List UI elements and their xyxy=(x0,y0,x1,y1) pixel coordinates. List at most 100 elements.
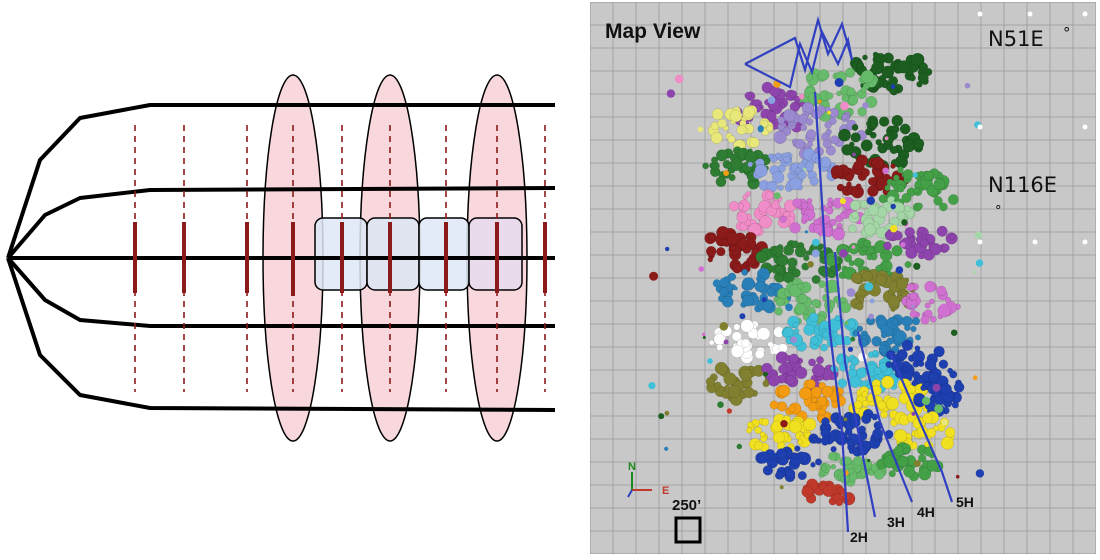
interference-boxes xyxy=(314,217,523,291)
event-point xyxy=(848,94,859,106)
event-point xyxy=(762,262,769,269)
microseismic-events xyxy=(648,51,985,507)
event-point xyxy=(716,226,730,240)
event-point xyxy=(831,171,840,180)
event-point xyxy=(803,254,810,262)
event-point xyxy=(776,448,788,460)
event-point xyxy=(903,447,910,454)
event-point xyxy=(900,242,906,248)
event-point xyxy=(666,89,676,98)
event-point xyxy=(860,69,875,84)
event-point xyxy=(730,344,744,358)
event-point xyxy=(741,338,751,348)
event-point xyxy=(892,174,900,182)
lateral-1 xyxy=(6,103,555,259)
event-point xyxy=(707,358,713,364)
well-laterals xyxy=(6,103,556,412)
event-point xyxy=(820,424,827,431)
event-point xyxy=(891,318,899,326)
event-point xyxy=(780,420,788,428)
event-point xyxy=(893,445,905,457)
event-point xyxy=(800,124,808,132)
event-point xyxy=(744,150,758,164)
event-point xyxy=(909,74,916,82)
well-path-2h xyxy=(813,91,850,533)
event-point xyxy=(708,339,715,346)
event-point xyxy=(817,396,828,407)
event-point xyxy=(919,62,928,72)
event-point xyxy=(884,230,895,241)
event-point xyxy=(717,118,727,129)
event-point xyxy=(861,245,868,252)
event-point xyxy=(742,194,748,201)
event-point xyxy=(768,153,774,159)
event-point xyxy=(731,263,743,274)
event-point xyxy=(926,428,937,438)
event-point xyxy=(845,67,856,78)
event-point xyxy=(816,356,824,364)
event-point xyxy=(716,247,726,257)
event-point xyxy=(880,410,888,419)
event-point xyxy=(810,462,816,468)
event-point xyxy=(932,383,941,392)
event-point xyxy=(903,465,915,478)
event-point xyxy=(888,470,896,478)
event-point xyxy=(811,249,820,258)
event-point xyxy=(975,469,985,478)
event-point xyxy=(896,349,908,361)
event-point xyxy=(826,92,834,100)
event-point xyxy=(897,211,906,220)
event-point xyxy=(797,439,804,446)
event-point xyxy=(759,431,766,438)
event-point xyxy=(830,135,840,145)
event-point xyxy=(768,265,775,271)
event-point xyxy=(757,327,771,341)
event-point xyxy=(779,215,787,223)
event-point xyxy=(729,109,743,123)
event-point xyxy=(747,161,753,168)
orientation-degree-mid: ° xyxy=(995,204,1002,219)
event-point xyxy=(812,238,820,247)
well-label-4h: 4H xyxy=(917,504,935,520)
event-point xyxy=(865,128,873,136)
event-point xyxy=(880,55,887,62)
event-point xyxy=(915,334,922,341)
event-point xyxy=(762,465,774,476)
event-point xyxy=(807,261,814,268)
event-point xyxy=(835,498,843,507)
event-point xyxy=(787,257,798,268)
event-point xyxy=(649,271,659,281)
event-point xyxy=(795,366,808,380)
event-point xyxy=(920,384,927,392)
event-point xyxy=(741,277,756,291)
event-point xyxy=(804,230,808,234)
event-point xyxy=(783,244,795,256)
event-point xyxy=(859,200,869,209)
event-point xyxy=(775,264,785,274)
event-point xyxy=(871,413,879,421)
event-point xyxy=(894,429,908,443)
event-point xyxy=(829,218,837,227)
event-point xyxy=(852,152,856,157)
event-point xyxy=(811,397,818,403)
event-point xyxy=(793,328,800,334)
event-point xyxy=(809,335,819,345)
event-point xyxy=(869,298,875,304)
event-point xyxy=(801,201,809,209)
event-point xyxy=(860,86,867,93)
event-point xyxy=(745,256,756,267)
event-point xyxy=(801,485,814,498)
event-point xyxy=(822,139,832,149)
event-point xyxy=(834,78,844,87)
event-point xyxy=(855,61,864,70)
event-point xyxy=(803,324,815,336)
event-point xyxy=(914,345,921,352)
event-point xyxy=(731,331,742,342)
event-point xyxy=(719,322,729,331)
event-point xyxy=(855,183,862,189)
event-point xyxy=(955,474,960,479)
event-point xyxy=(808,312,819,323)
event-point xyxy=(910,325,917,333)
event-point xyxy=(727,135,736,144)
event-point xyxy=(866,196,875,205)
